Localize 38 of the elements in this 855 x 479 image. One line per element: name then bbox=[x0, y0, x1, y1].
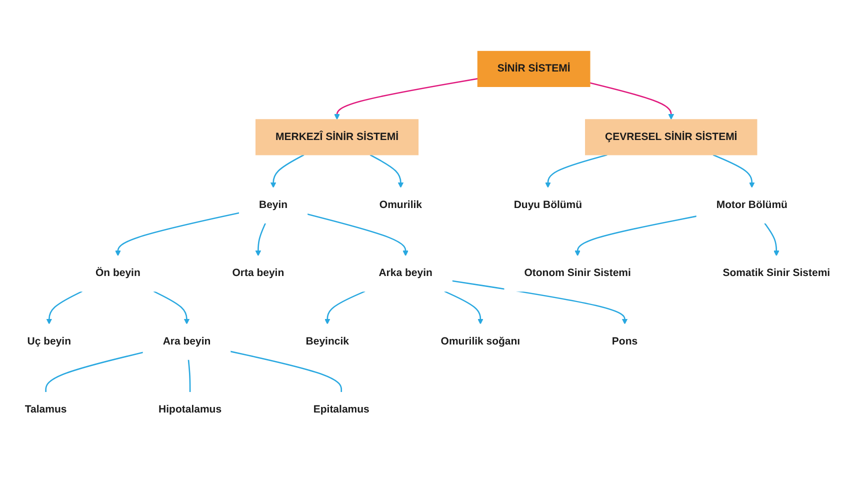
arrow bbox=[324, 290, 366, 324]
arrow bbox=[270, 154, 304, 188]
arrow bbox=[764, 222, 780, 256]
arrow bbox=[574, 216, 697, 256]
node-text: Ara beyin bbox=[162, 336, 211, 348]
node-text: Uç beyin bbox=[27, 336, 71, 348]
node-text: Beyin bbox=[259, 199, 288, 211]
arrow bbox=[153, 290, 190, 324]
arrow bbox=[452, 280, 628, 324]
node-text: Arka beyin bbox=[378, 268, 432, 279]
node-text: Epitalamus bbox=[313, 404, 370, 416]
arrow bbox=[46, 290, 82, 324]
node-box: SİNİR SİSTEMİ bbox=[477, 50, 590, 87]
connector bbox=[45, 352, 144, 392]
node-text: Orta beyin bbox=[232, 268, 284, 279]
node-text: Hipotalamus bbox=[158, 404, 222, 416]
connector bbox=[188, 359, 191, 392]
arrow bbox=[370, 154, 404, 188]
node-text: Somatik Sinir Sistemi bbox=[722, 268, 830, 279]
arrow bbox=[115, 212, 240, 256]
arrow bbox=[444, 290, 484, 324]
arrow bbox=[307, 214, 408, 256]
node-text: Pons bbox=[612, 336, 638, 348]
node-text: Duyu Bölümü bbox=[514, 199, 582, 211]
node-box: ÇEVRESEL SİNİR SİSTEMİ bbox=[585, 119, 758, 156]
arrow bbox=[334, 78, 478, 120]
node-text: Omurilik soğanı bbox=[440, 336, 520, 348]
node-text: Motor Bölümü bbox=[716, 199, 788, 211]
connector bbox=[230, 350, 342, 392]
arrow bbox=[590, 82, 674, 120]
arrow bbox=[712, 154, 755, 188]
node-box: MERKEZÎ SİNİR SİSTEMİ bbox=[255, 119, 419, 156]
node-text: Ön beyin bbox=[95, 268, 140, 279]
arrow bbox=[255, 222, 266, 256]
node-text: Talamus bbox=[24, 404, 67, 416]
arrow bbox=[545, 154, 608, 188]
node-text: Omurilik bbox=[379, 199, 422, 211]
node-text: Beyincik bbox=[306, 336, 349, 348]
